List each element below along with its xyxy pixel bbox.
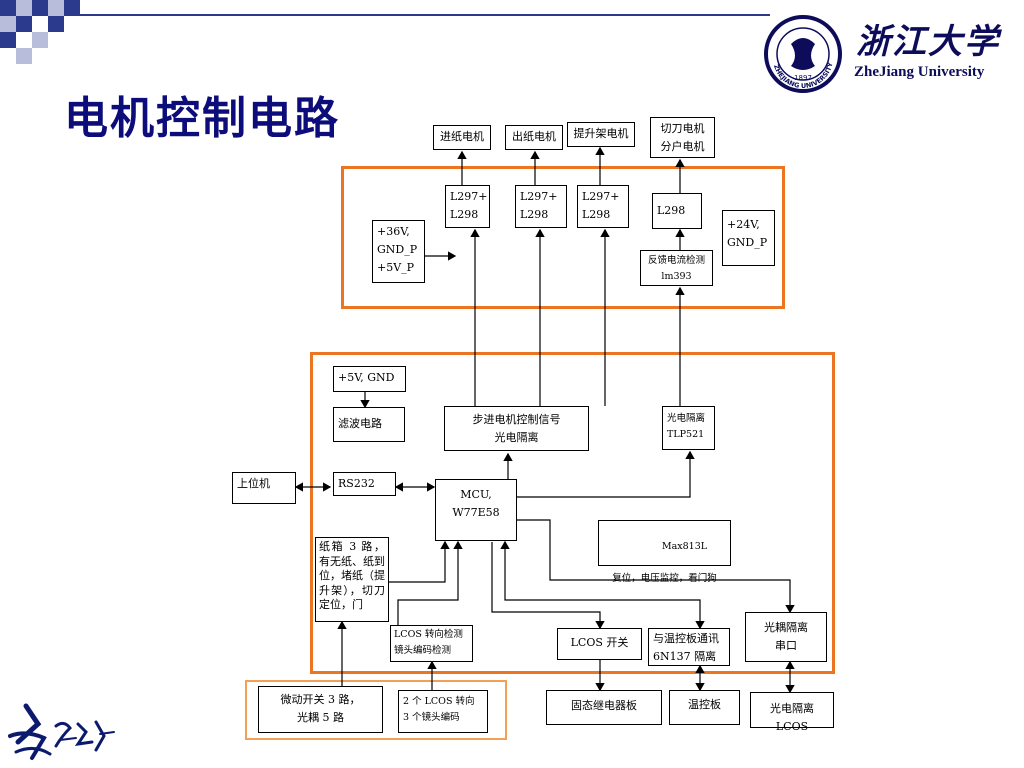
psu-24v-block: +24V, GND_P xyxy=(722,210,775,266)
temp-comm-block: 与温控板通讯 6N137 隔离 xyxy=(648,628,730,666)
page-title: 电机控制电路 xyxy=(64,93,340,144)
driver-2-block: L297+ L298 xyxy=(515,185,567,228)
current-detect-block: 反馈电流检测 lm393 xyxy=(640,250,713,286)
max813-block: Max813L 复位，电压监控，看门狗 xyxy=(598,520,731,584)
host-block: 上位机 xyxy=(232,472,296,504)
deco-square xyxy=(16,48,32,64)
relay-board-block: 固态继电器板 xyxy=(546,690,662,725)
driver-4-block: L298 xyxy=(652,193,702,229)
max813-desc: 复位，电压监控，看门狗 xyxy=(612,573,717,584)
controller-frame xyxy=(310,352,835,674)
motor-lift-block: 提升架电机 xyxy=(567,122,635,147)
max813-title: Max813L xyxy=(661,541,708,552)
seal-year: 1897 xyxy=(794,74,812,82)
deco-square xyxy=(16,0,32,16)
deco-square xyxy=(0,16,16,32)
deco-square xyxy=(48,16,64,32)
tlp-block: 光电隔离 TLP521 xyxy=(662,406,715,450)
driver-3-block: L297+ L298 xyxy=(577,185,629,228)
lcos-switch-block: LCOS 开关 xyxy=(557,628,642,660)
opto-lcos-block: 光电隔离 LCOS xyxy=(750,692,834,733)
lcos-codes-block: 2 个 LCOS 转向 3 个镜头编码 xyxy=(398,690,488,733)
opto-serial-block: 光耦隔离 串口 xyxy=(745,612,827,662)
deco-square xyxy=(16,16,32,32)
psu-5v-block: +5V, GND xyxy=(333,366,406,392)
brand-name-cn: 浙江大学 xyxy=(856,22,1000,62)
deco-bar xyxy=(80,14,770,16)
mcu-block: MCU, W77E58 xyxy=(435,479,517,541)
driver-frame xyxy=(341,166,785,309)
deco-square xyxy=(32,32,48,48)
deco-square xyxy=(32,0,48,16)
filter-block: 滤波电路 xyxy=(333,407,405,442)
psu-36v-block: +36V, GND_P +5V_P xyxy=(372,220,425,283)
motor-out-block: 出纸电机 xyxy=(505,125,563,150)
motor-cut-block: 切刀电机 分户电机 xyxy=(650,117,715,158)
stepper-signal-block: 步进电机控制信号 光电隔离 xyxy=(444,406,589,451)
motor-in-block: 进纸电机 xyxy=(433,125,491,150)
deco-square xyxy=(0,0,16,16)
deco-square xyxy=(64,0,80,16)
driver-1-block: L297+ L298 xyxy=(445,185,490,228)
sensor-frame xyxy=(245,680,507,740)
temp-board-block: 温控板 xyxy=(669,690,740,725)
brand-name-en: ZheJiang University xyxy=(854,64,985,80)
deco-square xyxy=(48,0,64,16)
deco-square xyxy=(0,32,16,48)
micro-switch-block: 微动开关 3 路， 光耦 5 路 xyxy=(258,686,383,733)
calligraphy-logo-icon xyxy=(8,703,115,760)
lcos-detect-block: LCOS 转向检测 镜头编码检测 xyxy=(390,625,473,662)
rs232-block: RS232 xyxy=(333,472,396,496)
sensors-block: 纸箱 3 路，有无纸、纸到位，堵纸（提升架），切刀定位，门 xyxy=(315,537,389,622)
university-seal-icon: 1897 ZHEJIANG UNIVERSITY xyxy=(764,15,842,93)
